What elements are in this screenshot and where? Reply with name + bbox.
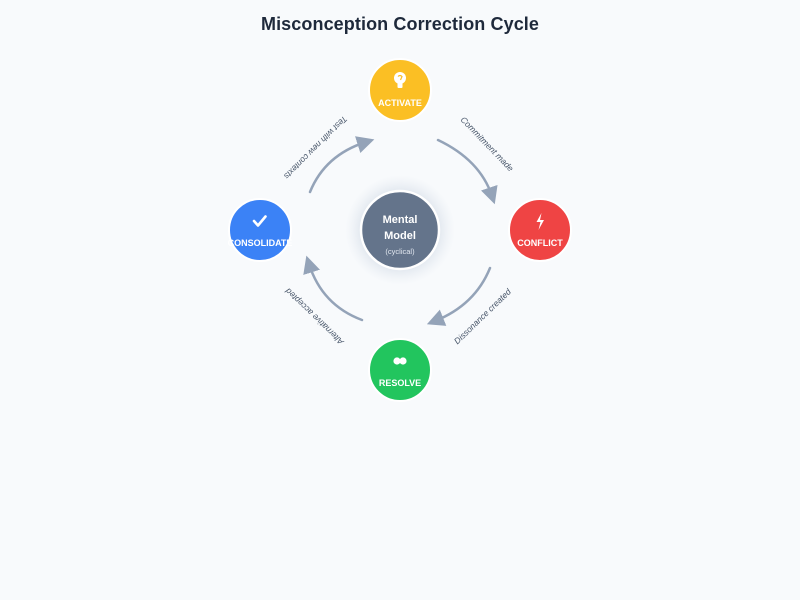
node-conflict-circle bbox=[508, 198, 572, 262]
node-activate-circle bbox=[368, 58, 432, 122]
node-resolve: RESOLVE bbox=[368, 338, 432, 402]
node-consolidate: CONSOLIDATE bbox=[228, 198, 293, 262]
node-conflict-label: CONFLICT bbox=[517, 238, 563, 248]
check-icon bbox=[252, 215, 267, 227]
node-consolidate-circle bbox=[228, 198, 292, 262]
node-resolve-circle bbox=[368, 338, 432, 402]
page-title: Misconception Correction Cycle bbox=[260, 14, 540, 34]
node-conflict: CONFLICT bbox=[508, 198, 572, 262]
cycle-arrows bbox=[303, 136, 498, 326]
node-consolidate-label: CONSOLIDATE bbox=[228, 238, 293, 248]
arrow-consolidate-activate bbox=[308, 136, 375, 194]
center-circle bbox=[359, 189, 441, 271]
center-subtitle: (cyclical) bbox=[385, 247, 415, 256]
center-title-line1: Mental bbox=[383, 214, 418, 226]
node-resolve-label: RESOLVE bbox=[379, 378, 421, 388]
node-activate-label: ACTIVATE bbox=[378, 98, 422, 108]
edge-label-commitment: Commitment made bbox=[459, 115, 516, 174]
edge-label-alternative: Alternative accepted bbox=[283, 286, 346, 348]
center-title-line2: Model bbox=[384, 230, 416, 242]
arrow-activate-conflict bbox=[436, 138, 498, 205]
lightbulb-icon bbox=[394, 72, 406, 88]
arrow-conflict-resolve bbox=[426, 266, 492, 326]
lightning-icon bbox=[536, 213, 544, 230]
link-icon bbox=[393, 357, 407, 365]
arrow-resolve-consolidate bbox=[303, 255, 364, 322]
node-activate: ACTIVATE bbox=[368, 58, 432, 122]
edge-label-dissonance: Dissonance created bbox=[452, 286, 513, 346]
edge-label-test: Test with new contexts bbox=[281, 114, 349, 182]
